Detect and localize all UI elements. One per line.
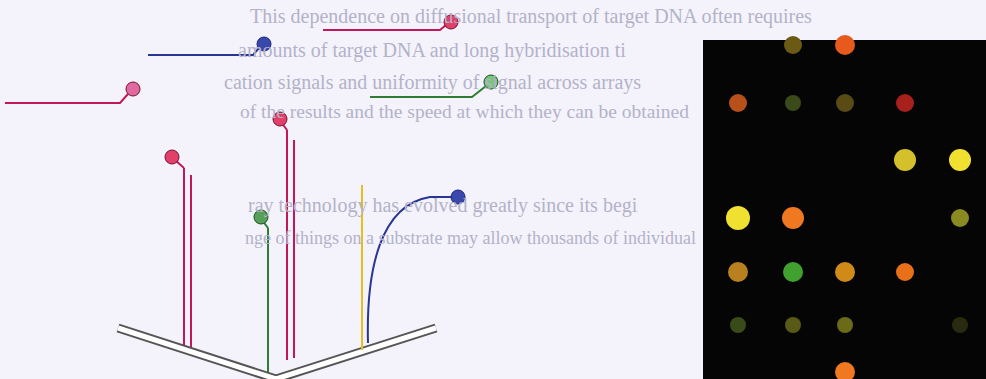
body-text-line: nge of things on a substrate may allow t… [245,226,696,250]
body-text-line: of the results and the speed at which th… [240,100,689,124]
red-probe [165,150,191,347]
microarray-image [703,35,986,379]
substrate-surface [118,328,436,379]
body-text-line: amounts of target DNA and long hybridisa… [238,38,626,62]
body-text-line: cation signals and uniformity of signal … [224,70,641,94]
body-text-line: This dependence on diffusional transport… [250,4,812,28]
body-text-line: ray technology has evolved greatly since… [248,193,637,217]
